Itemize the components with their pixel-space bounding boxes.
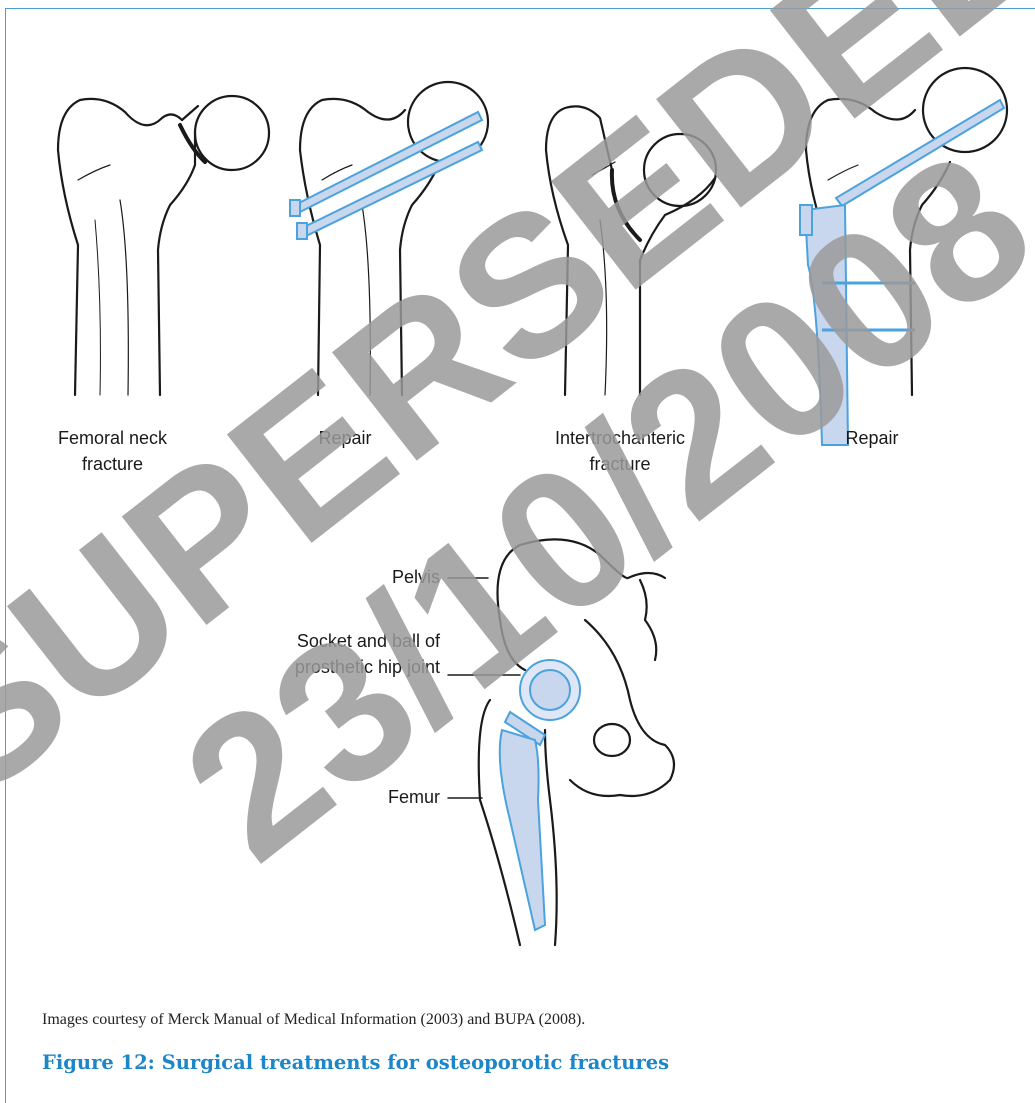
label-femur: Femur (300, 784, 440, 810)
figure-title: Figure 12: Surgical treatments for osteo… (42, 1051, 669, 1074)
label-pelvis: Pelvis (300, 564, 440, 590)
label-socket-ball: Socket and ball of prosthetic hip joint (270, 628, 440, 680)
femur-neck-fracture-drawing (58, 96, 269, 395)
image-credit: Images courtesy of Merck Manual of Medic… (42, 1011, 585, 1029)
label-femoral-neck-fracture: Femoral neck fracture (35, 425, 190, 477)
label-repair-1: Repair (285, 425, 405, 451)
screw-implants-repair-1 (290, 112, 482, 239)
label-intertrochanteric-fracture: Intertrochanteric fracture (530, 425, 710, 477)
hip-prosthesis-implant (500, 660, 580, 930)
label-repair-2: Repair (812, 425, 932, 451)
femur-intertrochanteric-drawing (546, 106, 716, 395)
